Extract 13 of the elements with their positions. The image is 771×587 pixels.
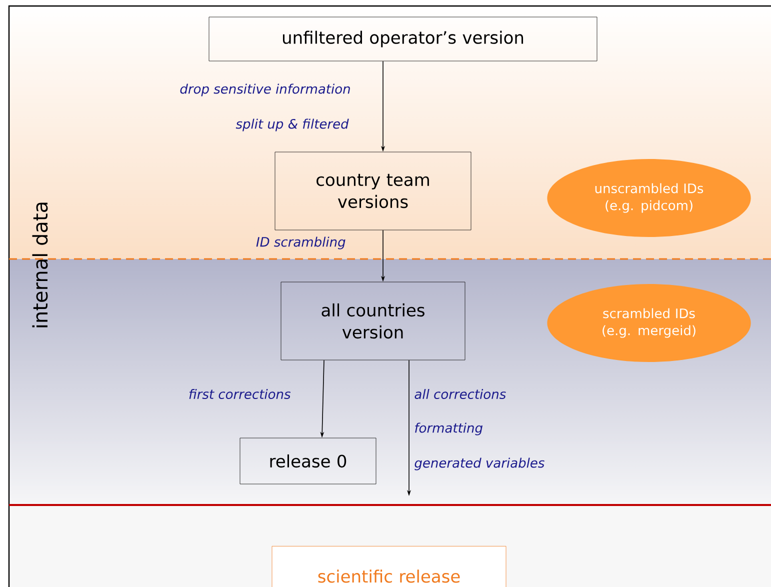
process-box: all countries version	[280, 282, 466, 360]
edge-label: first corrections	[189, 388, 291, 400]
process-box: release 0	[240, 438, 376, 484]
annotation-label: generated variables	[414, 458, 544, 470]
process-box: country team versions	[274, 152, 472, 230]
process-box: unfiltered operator’s version	[208, 16, 598, 62]
edge-label: ID scrambling	[256, 236, 346, 250]
output-box: scientific release	[272, 546, 506, 587]
edge-label: drop sensitive information	[180, 84, 350, 96]
edge-label: all corrections	[414, 388, 506, 400]
annotation-label: formatting	[415, 422, 482, 436]
annotation-label: split up & filtered	[236, 118, 349, 132]
band-label: internal data	[32, 202, 48, 328]
